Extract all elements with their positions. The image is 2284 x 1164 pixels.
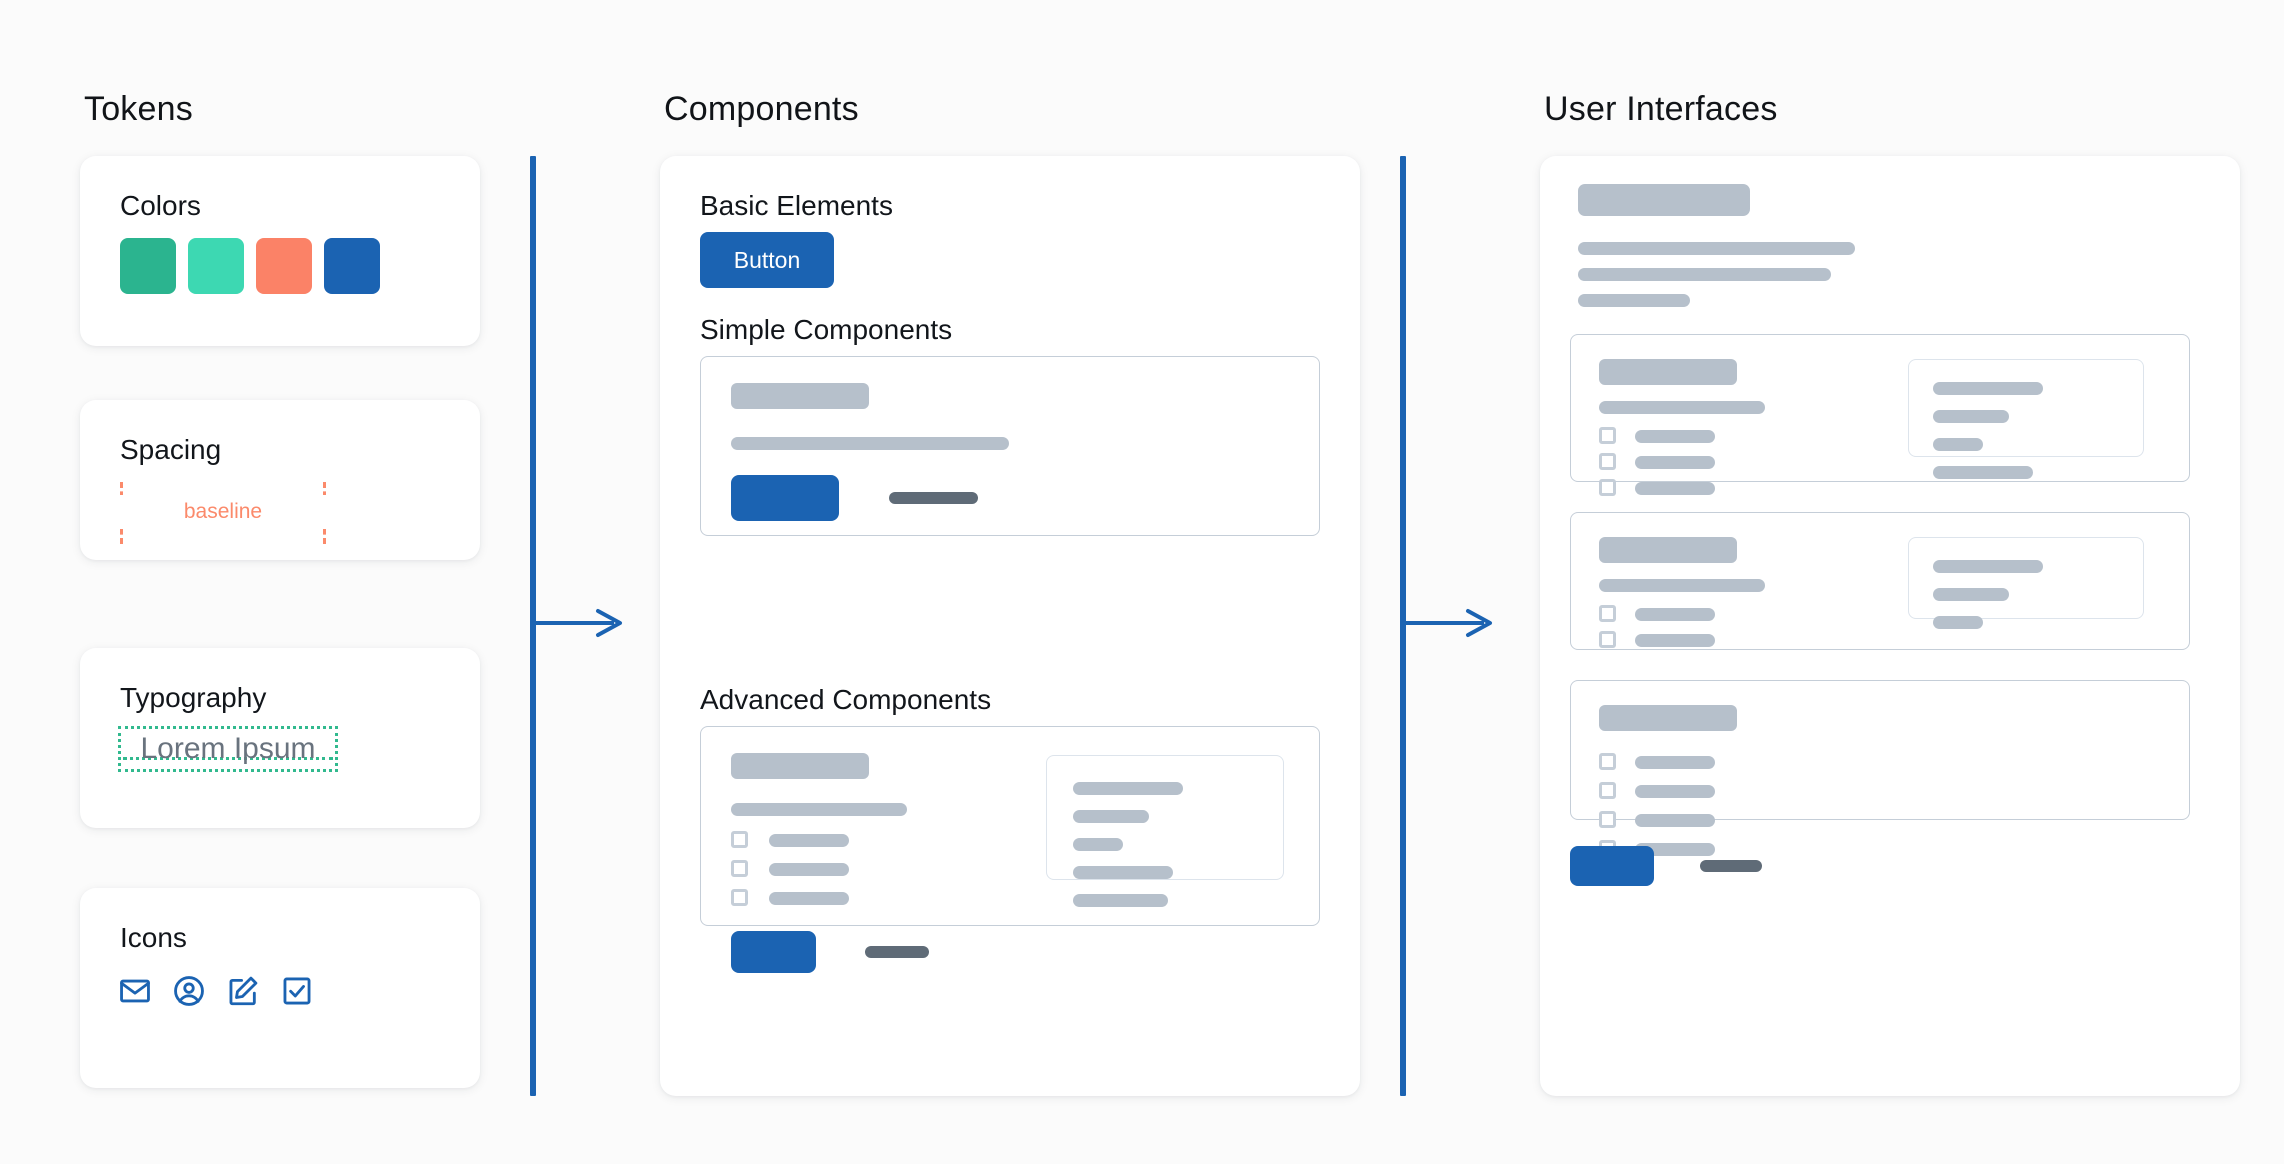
skeleton-body-line: [1599, 401, 1765, 414]
skeleton-line: [1073, 810, 1149, 823]
skeleton-checkbox-label: [1635, 634, 1715, 647]
skeleton-checkbox[interactable]: [1599, 753, 1616, 770]
ui-header-block: [1578, 184, 1750, 216]
section-title-basic-elements: Basic Elements: [700, 190, 893, 221]
card-title-spacing: Spacing: [120, 434, 222, 465]
typography-sample-box: Lorem Ipsum: [118, 726, 338, 772]
section-title-simple-components: Simple Components: [700, 314, 953, 345]
ui-header-line: [1578, 294, 1690, 307]
token-card-spacing: Spacing baseline: [80, 400, 480, 560]
column-heading-user-interfaces: User Interfaces: [1544, 90, 1778, 128]
skeleton-line: [1073, 838, 1123, 851]
column-heading-tokens: Tokens: [84, 90, 193, 128]
advanced-side-panel: [1046, 755, 1284, 907]
skeleton-line: [1933, 410, 2009, 423]
skeleton-checkbox-label: [769, 834, 849, 847]
skeleton-primary-button[interactable]: [731, 475, 839, 521]
skeleton-checkbox-label: [1635, 608, 1715, 621]
ui-panel-2: [1570, 512, 2190, 650]
mail-icon[interactable]: [118, 974, 152, 1008]
advanced-component-panel: [700, 726, 1320, 973]
skeleton-line: [1933, 438, 1983, 451]
skeleton-checkbox[interactable]: [1599, 479, 1616, 496]
skeleton-checkbox-label: [769, 863, 849, 876]
token-card-colors: Colors: [80, 156, 480, 346]
skeleton-checkbox[interactable]: [731, 831, 748, 848]
color-swatch-mint[interactable]: [188, 238, 244, 294]
token-card-typography: Typography Lorem Ipsum: [80, 648, 480, 828]
skeleton-checkbox[interactable]: [1599, 605, 1616, 622]
skeleton-checkbox[interactable]: [1599, 427, 1616, 444]
card-title-typography: Typography: [120, 682, 267, 713]
skeleton-title: [731, 383, 869, 409]
user-interfaces-card: [1540, 156, 2240, 1096]
skeleton-checkbox-label: [769, 892, 849, 905]
skeleton-body-line: [1599, 579, 1765, 592]
components-card: Basic Elements Button Simple Components …: [660, 156, 1360, 1096]
skeleton-checkbox-label: [1635, 814, 1715, 827]
skeleton-primary-button[interactable]: [731, 931, 816, 973]
divider-line-components: [1400, 156, 1406, 1096]
ui-side-panel: [1908, 359, 2144, 479]
baseline-measure-graphic: baseline: [120, 482, 326, 544]
skeleton-title: [731, 753, 869, 779]
skeleton-body-line: [731, 437, 1009, 450]
skeleton-checkbox[interactable]: [1599, 782, 1616, 799]
checkbox-checked-icon[interactable]: [280, 974, 314, 1008]
simple-component-panel: [700, 356, 1320, 536]
ui-footer-primary-button[interactable]: [1570, 846, 1654, 886]
section-title-advanced-components: Advanced Components: [700, 684, 992, 715]
typography-sample-text: Lorem Ipsum: [140, 732, 316, 765]
divider-line-tokens: [530, 156, 536, 1096]
ui-panel-3: [1570, 680, 2190, 857]
column-heading-components: Components: [664, 90, 859, 128]
skeleton-line: [1073, 894, 1168, 907]
edit-square-icon[interactable]: [226, 974, 260, 1008]
color-swatch-coral[interactable]: [256, 238, 312, 294]
baseline-label: baseline: [120, 495, 326, 529]
color-swatch-row: [120, 238, 380, 294]
user-circle-icon[interactable]: [172, 974, 206, 1008]
skeleton-checkbox[interactable]: [1599, 811, 1616, 828]
skeleton-checkbox-label: [1635, 756, 1715, 769]
typography-baseline-guide: [123, 757, 333, 760]
color-swatch-blue[interactable]: [324, 238, 380, 294]
skeleton-checkbox-label: [1635, 843, 1715, 856]
ui-header-line: [1578, 268, 1831, 281]
skeleton-line: [1073, 782, 1183, 795]
skeleton-line: [1933, 382, 2043, 395]
color-swatch-green[interactable]: [120, 238, 176, 294]
skeleton-title: [1599, 537, 1737, 563]
card-title-colors: Colors: [120, 190, 201, 221]
ui-panel-1: [1570, 334, 2190, 496]
ui-header-line: [1578, 242, 1855, 255]
skeleton-checkbox-label: [1635, 482, 1715, 495]
skeleton-checkbox[interactable]: [1599, 631, 1616, 648]
skeleton-checkbox-label: [1635, 456, 1715, 469]
card-title-icons: Icons: [120, 922, 187, 953]
skeleton-title: [1599, 359, 1737, 385]
skeleton-checkbox[interactable]: [731, 889, 748, 906]
demo-button[interactable]: Button: [700, 232, 834, 288]
skeleton-checkbox-label: [1635, 430, 1715, 443]
skeleton-line: [1933, 588, 2009, 601]
skeleton-line: [1073, 866, 1173, 879]
skeleton-text-link[interactable]: [865, 946, 929, 958]
icon-sample-row: [118, 974, 314, 1008]
skeleton-line: [1933, 616, 1983, 629]
ui-side-panel: [1908, 537, 2144, 629]
skeleton-checkbox[interactable]: [1599, 453, 1616, 470]
skeleton-checkbox-label: [1635, 785, 1715, 798]
skeleton-title: [1599, 705, 1737, 731]
arrow-right-icon-1: [534, 609, 622, 637]
skeleton-text-link[interactable]: [889, 492, 978, 504]
skeleton-line: [1933, 466, 2033, 479]
ui-footer-text-link[interactable]: [1700, 860, 1762, 872]
skeleton-line: [1933, 560, 2043, 573]
skeleton-checkbox[interactable]: [731, 860, 748, 877]
skeleton-body-line: [731, 803, 907, 816]
token-card-icons: Icons: [80, 888, 480, 1088]
arrow-right-icon-2: [1404, 609, 1492, 637]
